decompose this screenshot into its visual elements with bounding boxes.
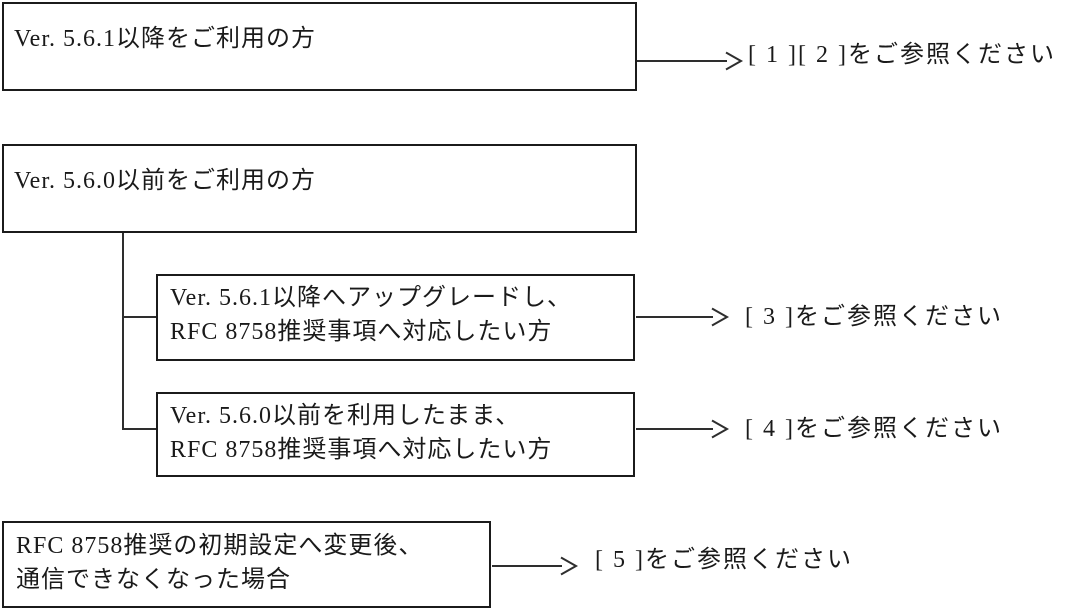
node-upgrade-text-line1: Ver. 5.6.1以降へアップグレードし、	[170, 285, 572, 311]
arrow-to-ref-1-2	[637, 51, 744, 71]
node-ver560-or-earlier-users: Ver. 5.6.0以前をご利用の方	[2, 144, 637, 233]
arrow-to-ref-4	[636, 419, 730, 439]
node-failure-text-line1: RFC 8758推奨の初期設定へ変更後、	[16, 533, 424, 559]
node-upgrade-to-561-rfc8758: Ver. 5.6.1以降へアップグレードし、 RFC 8758推奨事項へ対応した…	[156, 274, 635, 361]
node-upgrade-text-line2: RFC 8758推奨事項へ対応したい方	[170, 319, 553, 345]
node-ver561-or-later-users: Ver. 5.6.1以降をご利用の方	[2, 2, 637, 91]
node-ver561-text: Ver. 5.6.1以降をご利用の方	[14, 26, 316, 52]
node-connection-failure-after-rfc8758: RFC 8758推奨の初期設定へ変更後、 通信できなくなった場合	[2, 521, 491, 608]
node-failure-text-line2: 通信できなくなった場合	[16, 567, 291, 593]
label-see-ref-3: [ 3 ]をご参照ください	[745, 304, 1003, 330]
label-see-ref-4: [ 4 ]をご参照ください	[745, 416, 1003, 442]
arrow-to-ref-3	[636, 307, 730, 327]
node-keep-560-rfc8758: Ver. 5.6.0以前を利用したまま、 RFC 8758推奨事項へ対応したい方	[156, 392, 635, 477]
label-see-ref-1-2: [ 1 ][ 2 ]をご参照ください	[748, 42, 1056, 68]
node-keep560-text-line2: RFC 8758推奨事項へ対応したい方	[170, 437, 553, 463]
label-see-ref-5: [ 5 ]をご参照ください	[595, 547, 853, 573]
arrow-to-ref-5	[492, 556, 579, 576]
node-ver560-text: Ver. 5.6.0以前をご利用の方	[14, 168, 316, 194]
node-keep560-text-line1: Ver. 5.6.0以前を利用したまま、	[170, 403, 521, 429]
